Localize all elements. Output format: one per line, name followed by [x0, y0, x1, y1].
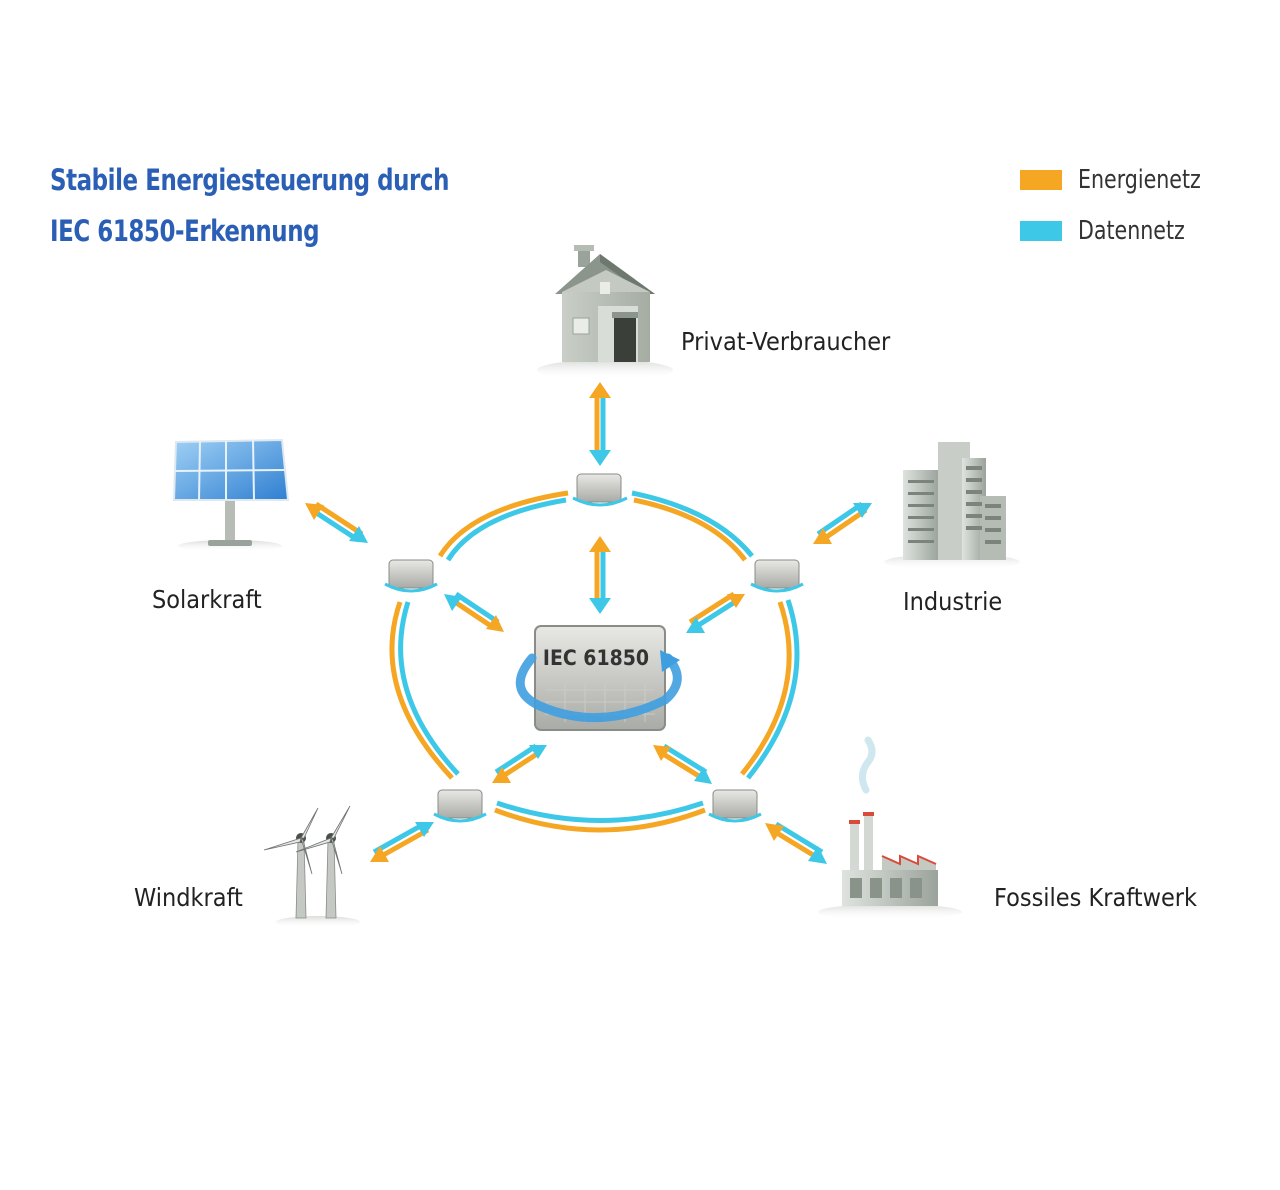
legend-item-energy: Energienetz — [1020, 165, 1218, 195]
arrow-fossil-hub — [765, 821, 827, 864]
diagram-title-line-1: Stabile Energiesteuerung durch — [50, 163, 450, 197]
legend-swatch-energy — [1020, 170, 1062, 190]
hub-top — [572, 473, 628, 507]
arrow-house-hub — [589, 382, 611, 466]
legend-label-energy: Energienetz — [1078, 165, 1201, 195]
arrow-hub-center — [589, 536, 611, 614]
central-device-label: IEC 61850 — [543, 645, 649, 670]
node-label-wind: Windkraft — [134, 883, 243, 912]
hub-bottom-right — [708, 789, 762, 823]
central-iec-device: IEC 61850 — [515, 625, 682, 731]
diagram-title-line-2: IEC 61850-Erkennung — [50, 214, 320, 248]
wind-turbines-icon — [263, 805, 360, 928]
hub-left — [384, 559, 438, 593]
ring-arrow-top-right — [631, 490, 754, 558]
fossil-power-plant-icon — [818, 736, 962, 920]
spoke-connections — [305, 382, 872, 864]
node-label-privat: Privat-Verbraucher — [681, 327, 891, 356]
arrow-rightHub-center — [686, 591, 745, 633]
ring-arrow-top-left — [437, 490, 569, 558]
ring-connections — [389, 490, 800, 833]
industry-buildings-icon — [884, 442, 1020, 570]
arrow-wind-hub — [370, 821, 434, 862]
legend-swatch-data — [1020, 221, 1062, 241]
legend-item-data: Datennetz — [1020, 216, 1199, 246]
arrow-center-bottomRightHub — [653, 743, 712, 784]
node-label-fossil: Fossiles Kraftwerk — [994, 883, 1197, 912]
node-label-industrie: Industrie — [903, 587, 1002, 616]
ring-arrow-bottom — [494, 807, 706, 833]
solar-panel-icon — [172, 438, 290, 552]
legend-label-data: Datennetz — [1078, 216, 1185, 246]
hub-bottom-left — [433, 789, 487, 823]
ring-arrow-left — [389, 601, 454, 780]
arrow-leftHub-center — [444, 591, 504, 632]
house-icon — [537, 245, 673, 380]
central-swirl — [515, 653, 682, 723]
ring-arrow-right — [746, 599, 800, 780]
arrow-industry-hub — [813, 501, 872, 544]
hub-right — [750, 559, 804, 593]
arrow-center-bottomLeftHub — [492, 743, 547, 783]
arrow-solar-hub — [305, 501, 368, 543]
node-label-solar: Solarkraft — [152, 585, 262, 614]
